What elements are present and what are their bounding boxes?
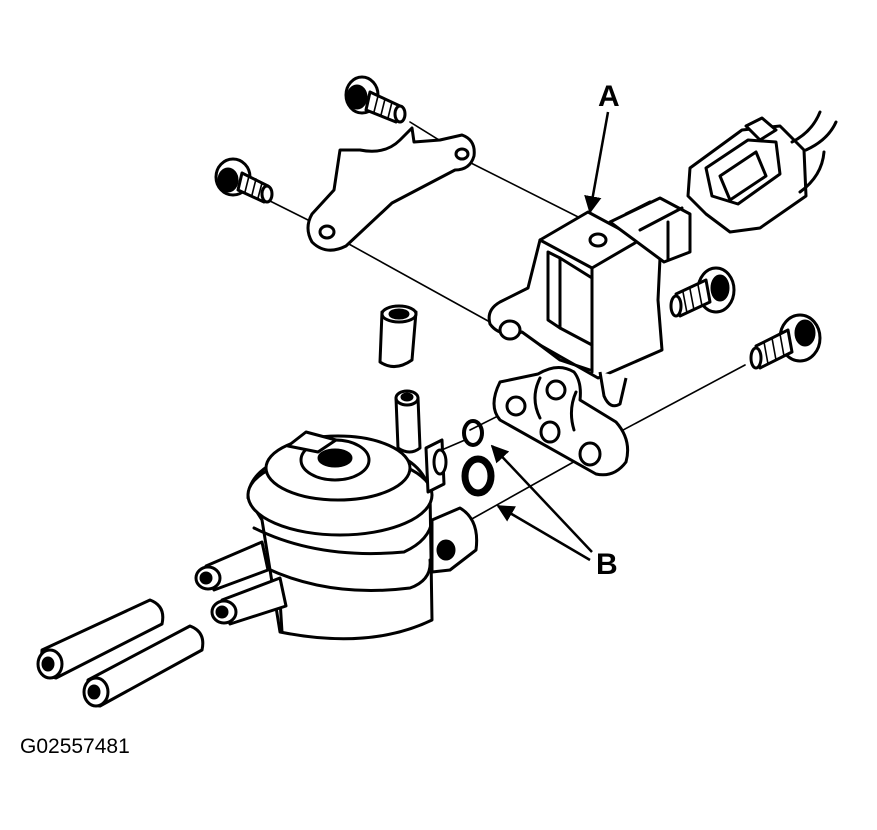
- right-bolt-upper: [669, 266, 736, 318]
- side-port-right: [424, 438, 479, 574]
- electrical-connector: [686, 110, 838, 234]
- right-bolt-lower: [749, 313, 822, 370]
- hose-upper: [36, 598, 165, 680]
- o-ring-large: [461, 455, 495, 497]
- left-bolt: [214, 157, 274, 204]
- solenoid-valve: [487, 196, 692, 408]
- canister-body: [246, 430, 434, 641]
- upper-bolt: [344, 75, 407, 124]
- vacuum-nipple-right: [210, 576, 288, 626]
- o-rings: [461, 419, 495, 497]
- callout-a-label: A: [598, 80, 620, 113]
- callout-a: A: [584, 80, 620, 214]
- callout-b: B: [490, 444, 618, 581]
- figure-id: G02557481: [20, 735, 130, 758]
- hose-lower: [82, 624, 205, 708]
- vacuum-nipple-left: [194, 540, 270, 592]
- vacuum-nipple-top: [394, 389, 422, 454]
- bracket-plate: [306, 126, 476, 252]
- o-ring-small: [462, 419, 484, 447]
- short-hose: [378, 304, 418, 368]
- mounting-flange: [492, 366, 630, 477]
- callout-b-label: B: [596, 548, 618, 581]
